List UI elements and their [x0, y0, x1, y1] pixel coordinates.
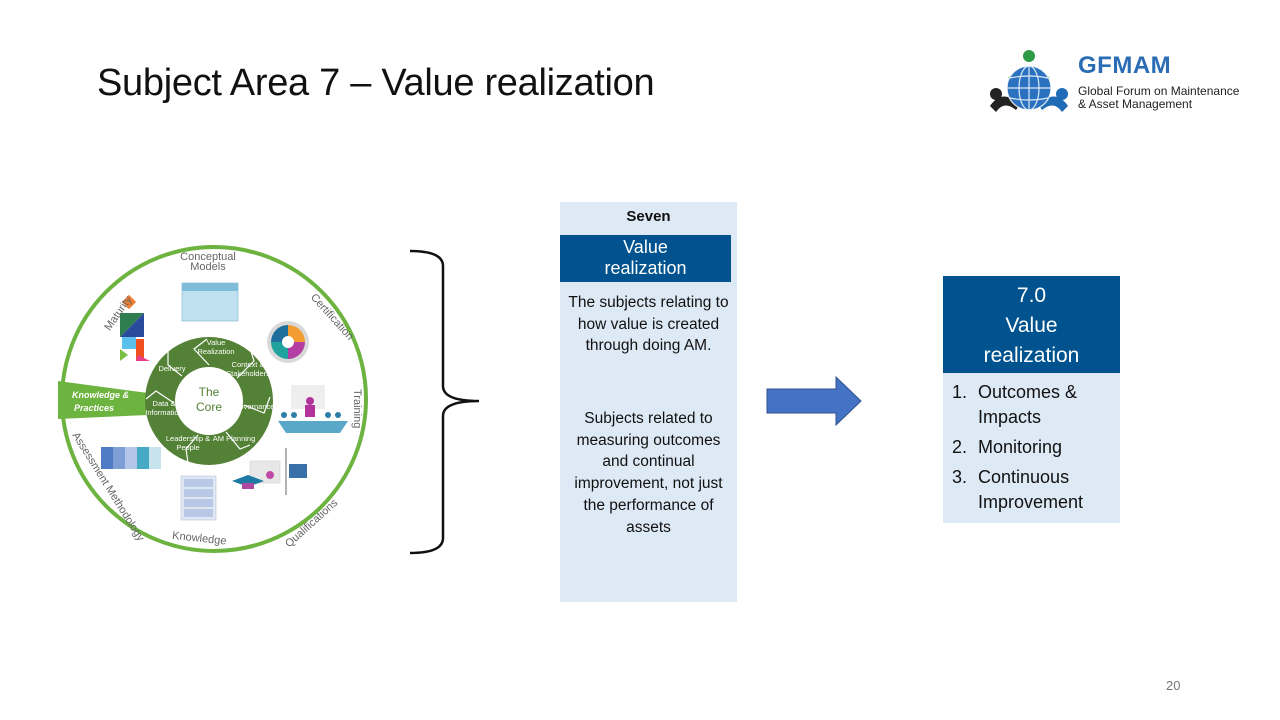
- value-realization-subjects-box: 7.0 Value realization 1. Outcomes & Impa…: [943, 276, 1120, 523]
- maturity-tangram-image: [120, 294, 150, 361]
- panel-heading: Seven: [626, 208, 671, 225]
- training-image: [278, 385, 348, 433]
- logo-name: GFMAM: [1078, 52, 1172, 79]
- certification-image: [267, 321, 309, 363]
- list-item-number: 3.: [952, 467, 968, 487]
- list-item-text: Monitoring: [978, 437, 1063, 457]
- panel-banner: Value realization: [560, 235, 731, 282]
- slide-title: Subject Area 7 – Value realization: [97, 62, 655, 104]
- tab-label-line2: Practices: [74, 403, 114, 413]
- list-item: 3. Continuous Improvement: [952, 465, 1117, 515]
- subjects-banner-line2: Value: [1005, 314, 1058, 337]
- asset-management-landscape-wheel: Knowledge & Practices The Core Value Rea…: [58, 245, 368, 553]
- segment-value-realization-l1: Value: [207, 338, 226, 347]
- segment-leadership-l1: Leadership &: [166, 434, 210, 443]
- label-training: Training: [351, 389, 363, 428]
- label-conceptual-2: Models: [190, 261, 226, 273]
- list-item: 1. Outcomes & Impacts: [952, 380, 1117, 430]
- qualifications-image: [232, 448, 307, 495]
- subjects-banner: 7.0 Value realization: [943, 276, 1120, 373]
- right-arrow-icon: [766, 376, 862, 426]
- label-conceptual-1: Conceptual: [180, 251, 236, 263]
- logo-subtitle-line2: & Asset Management: [1078, 97, 1193, 111]
- gfmam-logo: GFMAM Global Forum on Maintenance & Asse…: [986, 44, 1240, 118]
- list-item-number: 2.: [952, 437, 968, 457]
- globe-with-people-icon: [990, 50, 1068, 112]
- conceptual-models-image: [181, 282, 239, 322]
- subject-seven-panel: Seven Value realization The subjects rel…: [560, 202, 737, 602]
- segment-leadership-l2: People: [176, 443, 199, 452]
- segment-context-l1: Context &: [232, 360, 265, 369]
- panel-banner-line2: realization: [604, 258, 687, 278]
- segment-governance: Governance: [234, 402, 275, 411]
- knowledge-practices-tab: [58, 381, 148, 419]
- segment-am-planning: AM Planning: [213, 434, 256, 443]
- panel-description-2: Subjects related to measuring outcomes a…: [574, 410, 723, 536]
- subjects-banner-line3: realization: [983, 344, 1080, 367]
- list-item: 2. Monitoring: [952, 435, 1117, 460]
- core-segment-dividers: [145, 338, 271, 464]
- tab-label-line1: Knowledge &: [72, 390, 129, 400]
- list-item-number: 1.: [952, 382, 968, 402]
- page-number: 20: [1166, 678, 1181, 693]
- segment-context-l2: Stakeholders: [226, 369, 270, 378]
- logo-subtitle-line1: Global Forum on Maintenance: [1078, 84, 1240, 98]
- segment-delivery: Delivery: [158, 364, 185, 373]
- panel-banner-line1: Value: [623, 237, 668, 257]
- segment-data-l2: Information: [145, 408, 183, 417]
- subjects-list: 1. Outcomes & Impacts 2. Monitoring 3. C…: [952, 380, 1117, 520]
- list-item-text: Outcomes & Impacts: [978, 382, 1078, 427]
- core-label-line1: The: [199, 385, 220, 399]
- knowledge-guides-image: [180, 475, 217, 521]
- list-item-text: Continuous Improvement: [978, 467, 1084, 512]
- core-label-line2: Core: [196, 400, 222, 414]
- assessment-methodology-image: [101, 447, 161, 469]
- segment-value-realization-l2: Realization: [197, 347, 234, 356]
- subjects-banner-number: 7.0: [1016, 284, 1047, 307]
- label-knowledge: Knowledge: [172, 530, 227, 548]
- panel-description-1: The subjects relating to how value is cr…: [568, 294, 729, 355]
- core-center: [175, 367, 243, 435]
- segment-data-l1: Data &: [153, 399, 176, 408]
- curly-brace: [409, 249, 480, 555]
